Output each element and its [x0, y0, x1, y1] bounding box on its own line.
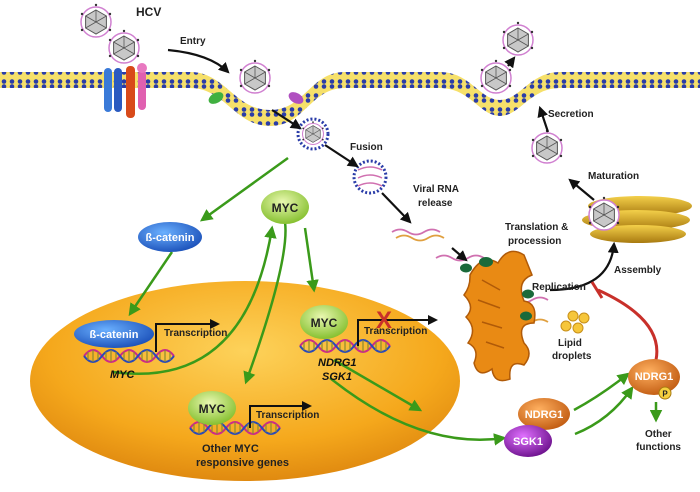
receptor-complex	[104, 63, 147, 118]
svg-text:NDRG1: NDRG1	[525, 409, 564, 421]
phosphate-icon	[658, 386, 672, 400]
transcription-blocked-mark: X	[376, 307, 392, 334]
virion-icon	[239, 59, 271, 94]
myc-nuclear-node: MYC	[300, 305, 348, 339]
assembly-structure	[582, 196, 692, 243]
ndrg1-phospho-node: NDRG1 P	[628, 359, 680, 400]
transcription-arrows	[155, 315, 438, 428]
entry-label: Entry	[180, 36, 206, 47]
viral-rna-label-2: release	[418, 198, 453, 209]
endoplasmic-reticulum	[463, 250, 536, 382]
secretion-label: Secretion	[548, 109, 594, 120]
svg-text:MYC: MYC	[311, 316, 338, 330]
sgk1-node: SGK1	[504, 425, 552, 457]
svg-text:P: P	[662, 390, 668, 399]
sgk1-gene-label: SGK1	[322, 371, 352, 383]
dna-myc-icon	[83, 349, 175, 363]
cell-membrane	[0, 72, 700, 126]
virion-icon	[480, 59, 512, 94]
other-functions-label-2: functions	[636, 442, 681, 453]
svg-text:ß-catenin: ß-catenin	[146, 232, 195, 244]
signaling-arrows	[112, 156, 663, 446]
ribosomes	[460, 257, 534, 321]
myc-gene-label: MYC	[110, 369, 136, 381]
fusion-vesicle-icon	[352, 159, 388, 195]
transcription-label-2: Transcription	[364, 326, 427, 337]
hcv-label: HCV	[136, 5, 161, 19]
svg-text:MYC: MYC	[272, 201, 299, 215]
svg-text:ß-catenin: ß-catenin	[90, 329, 139, 341]
svg-text:NDRG1: NDRG1	[635, 371, 674, 383]
beta-catenin-node: ß-catenin	[138, 222, 202, 252]
virion-icon	[502, 21, 534, 56]
transcription-label: Transcription	[164, 328, 227, 339]
myc-nuclear-node-2: MYC	[188, 391, 236, 425]
maturation-label: Maturation	[588, 171, 639, 182]
other-myc-label-2: responsive genes	[196, 457, 289, 469]
receptor-right-icon	[288, 92, 304, 104]
translation-label: Translation &	[505, 222, 568, 233]
virion-icon	[108, 29, 140, 64]
virion-icon	[531, 129, 563, 164]
svg-text:MYC: MYC	[199, 402, 226, 416]
translation-label-2: procession	[508, 236, 561, 247]
endosome-icon	[296, 117, 330, 151]
dna-ndrg1-icon	[299, 339, 391, 353]
transcription-label-3: Transcription	[256, 410, 319, 421]
ndrg1-node: NDRG1	[518, 398, 570, 430]
lipid-label-2: droplets	[552, 351, 592, 362]
receptor-left-icon	[208, 92, 224, 104]
lipid-droplets-icon	[560, 310, 590, 334]
inhibition-line	[590, 281, 659, 361]
svg-text:SGK1: SGK1	[513, 436, 543, 448]
other-functions-label: Other	[645, 429, 672, 440]
other-myc-label: Other MYC	[202, 443, 259, 455]
myc-top-node: MYC	[261, 190, 309, 224]
assembly-label: Assembly	[614, 265, 662, 276]
lipid-label: Lipid	[558, 338, 582, 349]
fusion-label: Fusion	[350, 142, 383, 153]
beta-catenin-nuclear-node: ß-catenin	[74, 320, 154, 348]
virion-icon	[80, 3, 112, 38]
lifecycle-arrows	[167, 48, 619, 292]
ndrg1-gene-label: NDRG1	[318, 357, 357, 369]
viral-rna-label: Viral RNA	[413, 184, 459, 195]
replication-label: Replication	[532, 282, 586, 293]
